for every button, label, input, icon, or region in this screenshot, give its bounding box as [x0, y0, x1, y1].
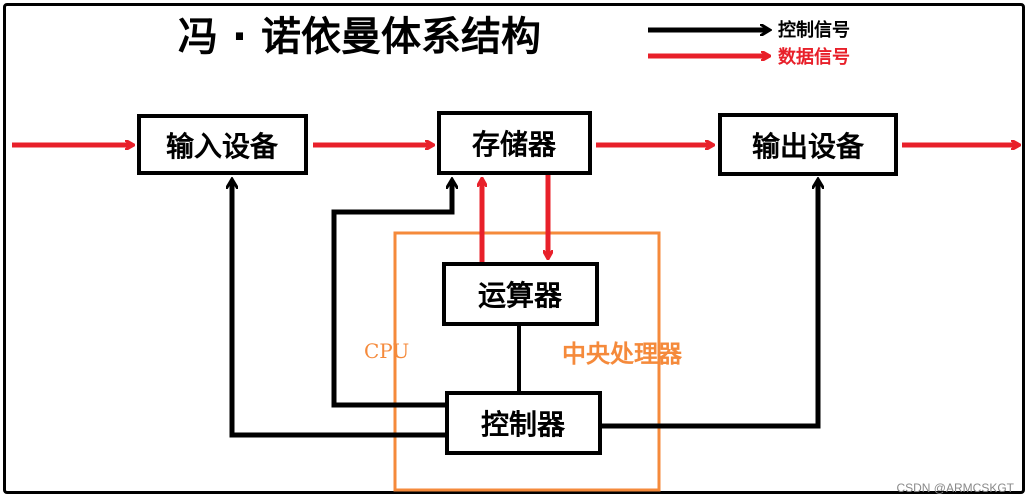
- diagram-title: 冯 · 诺依曼体系结构: [178, 14, 541, 60]
- output-device-label: 输出设备: [752, 130, 865, 163]
- cpu-cn-label: 中央处理器: [562, 340, 683, 368]
- watermark: CSDN @ARMCSKGT: [896, 481, 1014, 495]
- box-controller: 控制器: [445, 391, 602, 455]
- input-device-label: 输入设备: [166, 130, 279, 163]
- box-alu: 运算器: [442, 262, 599, 326]
- box-memory: 存储器: [437, 111, 592, 175]
- outer-frame: [3, 3, 1025, 494]
- control-to-output: [602, 181, 818, 429]
- cpu-region: [393, 231, 661, 492]
- legend-control-label: 控制信号: [778, 19, 850, 41]
- memory-label: 存储器: [472, 128, 557, 161]
- control-to-input: [232, 181, 446, 438]
- control-arrows: [232, 181, 818, 438]
- box-output-device: 输出设备: [718, 113, 898, 176]
- legend-data-label: 数据信号: [778, 46, 850, 68]
- box-input-device: 输入设备: [137, 114, 308, 175]
- alu-label: 运算器: [478, 279, 563, 312]
- control-to-memory: [331, 181, 452, 408]
- cpu-label: CPU: [364, 339, 409, 363]
- data-arrows: [12, 145, 1018, 262]
- controller-label: 控制器: [481, 408, 566, 441]
- legend: 控制信号 数据信号: [648, 19, 850, 68]
